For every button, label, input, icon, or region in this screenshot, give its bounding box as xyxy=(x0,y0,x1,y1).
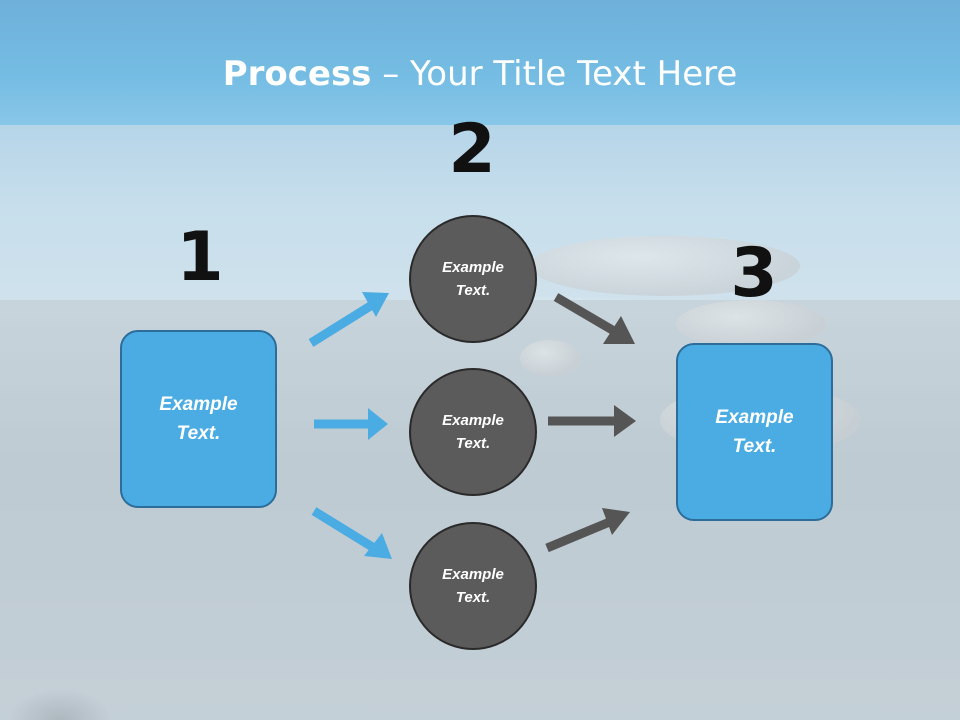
circle-top-line2: Text. xyxy=(455,282,491,299)
right-box-line1: Example xyxy=(715,407,794,428)
left-box-line2: Text. xyxy=(176,423,221,444)
stacked-stone xyxy=(530,236,800,296)
title-rest: – Your Title Text Here xyxy=(371,54,738,94)
right-box-text: Example Text. xyxy=(695,403,815,461)
circle-middle-text: Example Text. xyxy=(423,409,523,455)
arrow-right-icon xyxy=(553,293,635,344)
arrow-right-icon xyxy=(545,508,630,553)
sky-background xyxy=(0,0,960,140)
right-box-line2: Text. xyxy=(732,436,777,457)
right-process-box: Example Text. xyxy=(676,343,833,521)
circle-top-line1: Example xyxy=(442,259,504,276)
left-box-line1: Example xyxy=(159,394,238,415)
stacked-stone xyxy=(676,300,826,348)
circle-bottom-line2: Text. xyxy=(455,589,491,606)
arrow-right-icon xyxy=(308,292,389,347)
arrow-right-icon xyxy=(311,507,392,559)
process-circle-middle: Example Text. xyxy=(409,368,537,496)
process-circle-bottom: Example Text. xyxy=(409,522,537,650)
arrow-right-icon xyxy=(314,408,388,440)
process-circle-top: Example Text. xyxy=(409,215,537,343)
stacked-stone xyxy=(520,340,580,376)
circle-bottom-text: Example Text. xyxy=(423,563,523,609)
step-number-3: 3 xyxy=(730,234,778,313)
circle-bottom-line1: Example xyxy=(442,566,504,583)
arrow-right-icon xyxy=(548,405,636,437)
circle-top-text: Example Text. xyxy=(423,256,523,302)
step-number-2: 2 xyxy=(448,110,496,189)
left-process-box: Example Text. xyxy=(120,330,277,508)
slide-title: Process – Your Title Text Here xyxy=(0,52,960,96)
step-number-1: 1 xyxy=(176,218,224,297)
circle-middle-line1: Example xyxy=(442,412,504,429)
circle-middle-line2: Text. xyxy=(455,435,491,452)
left-box-text: Example Text. xyxy=(139,390,259,448)
title-strong: Process xyxy=(222,54,372,94)
